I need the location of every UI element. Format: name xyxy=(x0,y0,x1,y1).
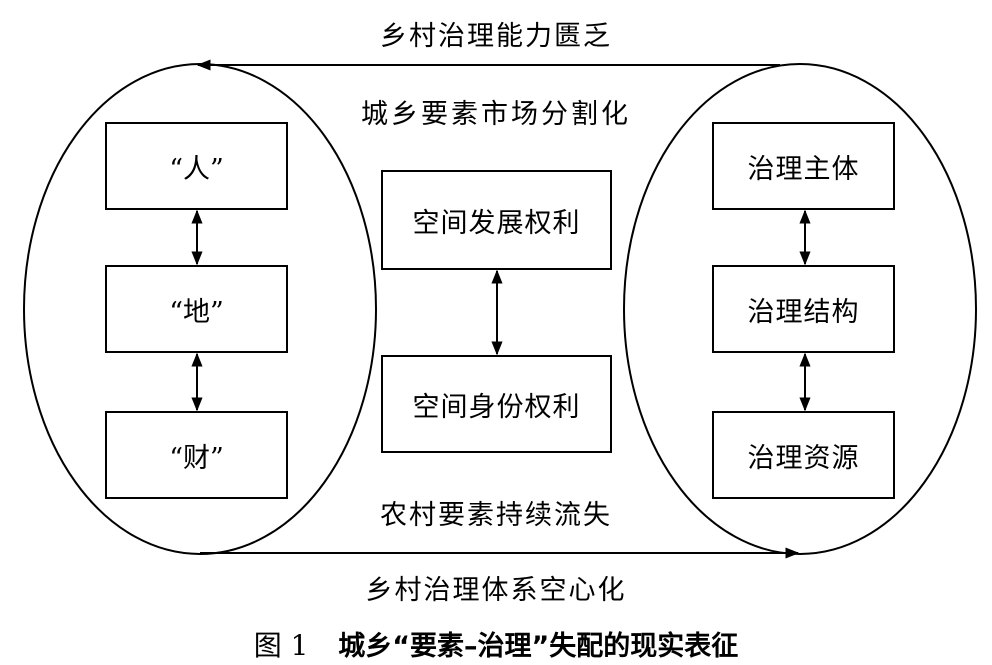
right-box-governance-subject: 治理主体 xyxy=(712,122,895,210)
left-box-people: “人” xyxy=(105,122,288,210)
right-box-governance-structure: 治理结构 xyxy=(712,265,895,353)
right-ellipse xyxy=(623,63,977,555)
figure-title: 城乡“要素–治理”失配的现实表征 xyxy=(338,631,739,662)
figure-caption: 图 1 城乡“要素–治理”失配的现实表征 xyxy=(0,624,992,664)
figure-number: 图 1 xyxy=(253,629,309,662)
center-box-identity-rights: 空间身份权利 xyxy=(381,355,612,453)
lower-middle-label: 农村要素持续流失 xyxy=(380,500,612,531)
top-label: 乡村治理能力匮乏 xyxy=(380,21,612,52)
upper-middle-label: 城乡要素市场分割化 xyxy=(361,99,631,130)
bottom-label: 乡村治理体系空心化 xyxy=(365,575,627,606)
left-box-capital: “财” xyxy=(105,411,288,499)
center-box-development-rights: 空间发展权利 xyxy=(381,170,612,270)
left-box-land: “地” xyxy=(105,265,288,353)
right-box-governance-resources: 治理资源 xyxy=(712,411,895,499)
